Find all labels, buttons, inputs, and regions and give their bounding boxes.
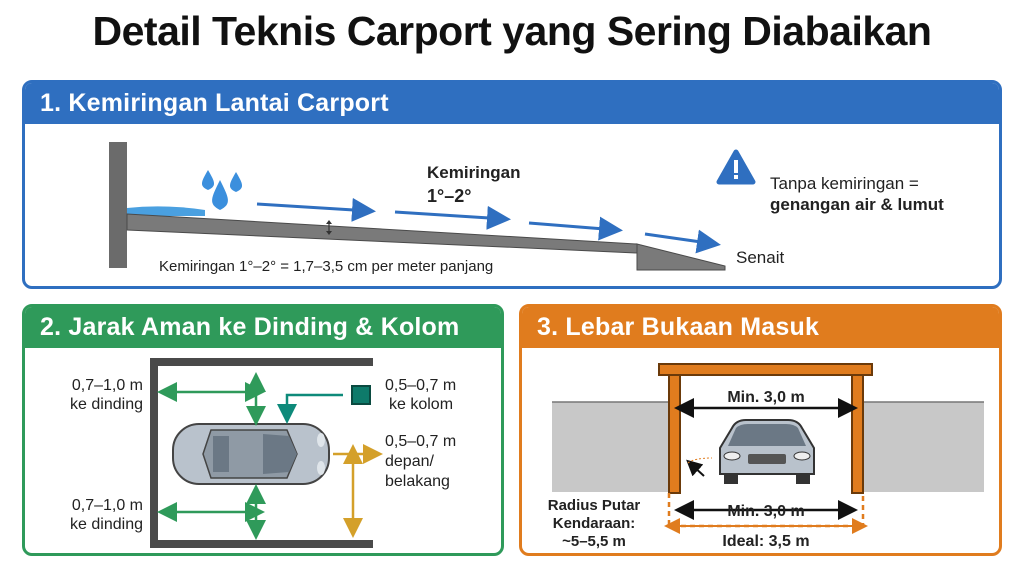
min-width-bottom: Min. 3,0 m	[727, 503, 805, 520]
water-drops-icon	[201, 170, 243, 210]
column-text: ke kolom	[389, 396, 454, 413]
senait-label: Senait	[736, 248, 785, 267]
warning-line1: Tanpa kemiringan =	[770, 174, 919, 193]
wall	[109, 142, 127, 268]
slope-diagram	[109, 142, 756, 271]
carport-beam	[658, 363, 873, 376]
top-left-value: 0,7–1,0 m	[71, 377, 143, 394]
radius-line-3: ~5–5,5 m	[562, 533, 626, 550]
step-block	[636, 243, 726, 271]
left-fence	[552, 402, 672, 492]
slope-title: Kemiringan	[427, 163, 521, 182]
column-distance-arrow	[277, 393, 343, 424]
slope-note: Kemiringan 1°–2° = 1,7–3,5 cm per meter …	[159, 258, 494, 275]
bottom-left-text: ke dinding	[70, 516, 143, 533]
column-value: 0,5–0,7 m	[385, 377, 457, 394]
front-text-1: depan/	[385, 453, 434, 470]
ideal-width: Ideal: 3,5 m	[722, 533, 810, 550]
radius-line-2: Kendaraan:	[552, 515, 636, 532]
bottom-left-value: 0,7–1,0 m	[71, 497, 143, 514]
page-title: Detail Teknis Carport yang Sering Diabai…	[92, 8, 932, 54]
carport-walls	[150, 358, 373, 548]
front-text-2: belakang	[385, 473, 450, 490]
clearance-diagram	[150, 358, 383, 548]
warning-line2: genangan air & lumut	[770, 195, 944, 214]
left-post	[668, 374, 681, 494]
flow-arrows	[256, 197, 721, 254]
entrance-section-header: 3. Lebar Bukaan Masuk	[522, 307, 999, 348]
right-fence	[862, 402, 984, 492]
slope-value: 1°–2°	[427, 186, 472, 206]
column	[351, 385, 371, 405]
slope-section: 1. Kemiringan Lantai Carport	[22, 80, 1002, 289]
slope-section-header: 1. Kemiringan Lantai Carport	[25, 83, 999, 124]
clearance-section-header: 2. Jarak Aman ke Dinding & Kolom	[25, 307, 501, 348]
warning-icon	[716, 149, 756, 185]
right-post	[851, 374, 864, 494]
front-back-arrows	[333, 444, 383, 538]
top-left-text: ke dinding	[70, 396, 143, 413]
water-puddle	[127, 206, 205, 216]
entrance-diagram	[552, 363, 984, 534]
turning-radius-arrow	[686, 459, 705, 477]
min-width-top: Min. 3,0 m	[727, 389, 805, 406]
front-value: 0,5–0,7 m	[385, 433, 457, 450]
wall-distance-arrows	[157, 372, 266, 540]
radius-line-1: Radius Putar	[547, 497, 641, 514]
car-top-view	[172, 423, 330, 485]
entrance-section: 3. Lebar Bukaan Masuk	[519, 304, 1002, 556]
car-front-view	[719, 419, 815, 484]
clearance-section: 2. Jarak Aman ke Dinding & Kolom	[22, 304, 504, 556]
sloped-slab	[126, 213, 638, 254]
